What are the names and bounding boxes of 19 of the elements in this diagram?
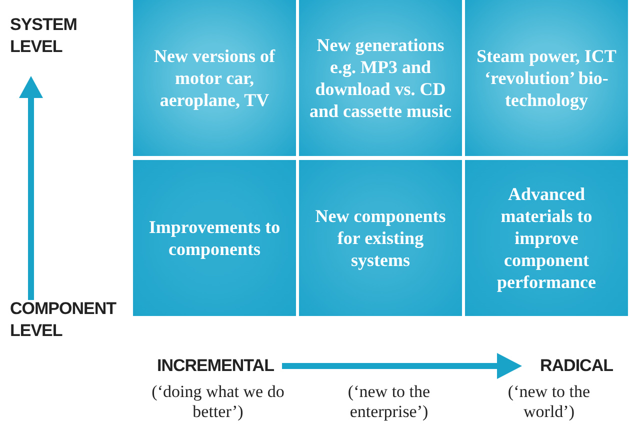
matrix-cell [465,0,628,156]
matrix-cell [133,0,296,156]
cell-text: New components for existing systems [314,205,447,271]
matrix-cell [299,160,462,316]
cell-text: New generations e.g. MP3 and download vs. CD and cassette music [308,34,452,122]
axis-note: (‘doing what we do better’) [150,382,286,422]
axis-note: (‘new to the world’) [506,382,592,422]
matrix-cell [133,160,296,316]
cell-text: Improvements to components [148,216,282,260]
matrix-cell [299,0,462,156]
axis-label: RADICAL [540,355,613,377]
cell-text: Advanced materials to improve component performance [496,183,597,293]
cell-text: New versions of motor car, aeroplane, TV [153,45,276,111]
axis-label: SYSTEM LEVEL [10,14,78,58]
cell-text: Steam power, ICT ‘revolution’ bio-technology [476,45,618,111]
matrix-cell [465,160,628,316]
axis-label: COMPONENT LEVEL [10,298,118,342]
axis-note: (‘new to the enterprise’) [346,382,432,422]
axis-label: INCREMENTAL [157,355,274,377]
